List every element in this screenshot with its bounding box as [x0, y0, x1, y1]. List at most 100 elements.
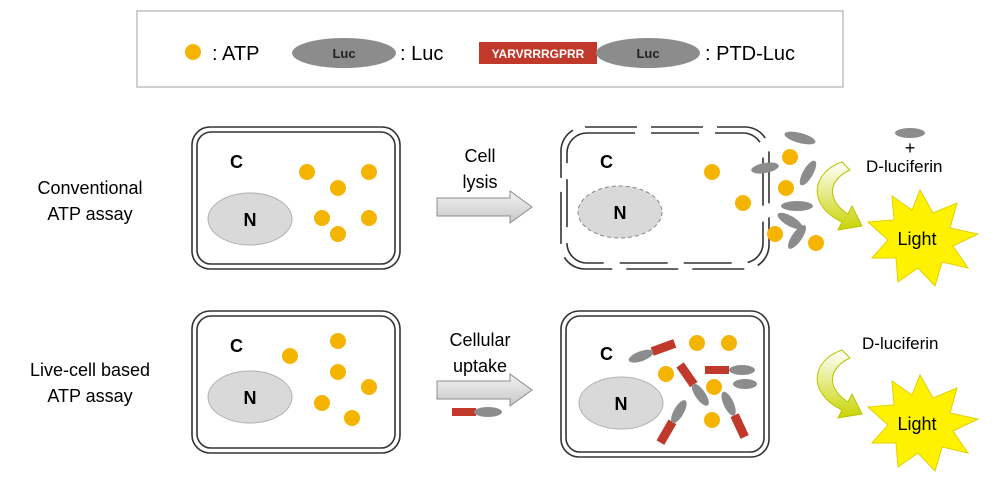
intact-cell-live: C N — [191, 310, 401, 454]
d-luciferin-label: D-luciferin — [862, 334, 939, 353]
intact-cell-conventional: C N — [191, 126, 401, 270]
luc-enzyme — [784, 131, 816, 145]
legend: : ATP Luc : Luc YARVRRRGPRR Luc : PTD-Lu… — [136, 10, 844, 88]
legend-ptd-luc-ellipse — [596, 38, 700, 68]
luc-enzyme — [799, 160, 817, 186]
legend-ptd-sequence: YARVRRRGPRR — [492, 47, 585, 61]
atp-dot — [689, 335, 705, 351]
cytoplasm-label: C — [600, 152, 613, 172]
nucleus-label: N — [615, 394, 628, 414]
legend-ptd-luc-label: : PTD-Luc — [705, 43, 795, 65]
atp-dot — [704, 164, 720, 180]
atp-dot — [330, 226, 346, 242]
ptd-luc-molecule — [705, 365, 755, 375]
nucleus-lysed — [577, 185, 663, 239]
lysis-arrow-label-line2: lysis — [463, 172, 498, 192]
uptake-arrow-label-line1: Cellular — [449, 330, 510, 350]
ptd-segment — [676, 362, 698, 388]
atp-dot — [704, 412, 720, 428]
lysis-arrow-label-line1: Cell — [464, 146, 495, 166]
luc-enzyme — [691, 383, 709, 406]
nucleus-label: N — [244, 210, 257, 230]
d-luciferin-label: D-luciferin — [866, 157, 943, 176]
ptd-loaded-cell: C N — [560, 310, 770, 458]
luc-enzyme — [671, 400, 687, 424]
legend-ptd-bar — [479, 42, 597, 64]
nucleus — [207, 370, 293, 424]
cytoplasm-label: C — [600, 344, 613, 364]
atp-dot — [314, 210, 330, 226]
luc-enzyme — [781, 201, 813, 211]
uptake-block-arrow — [436, 373, 533, 407]
atp-dot — [344, 410, 360, 426]
cell-outer-membrane — [191, 126, 401, 270]
conventional-label-line1: Conventional — [37, 178, 142, 198]
legend-atp-dot — [185, 44, 201, 60]
lysis-block-arrow — [436, 190, 533, 224]
ptd-luc-molecule — [676, 362, 709, 406]
luc-enzyme — [628, 349, 654, 363]
cytoplasm-label: C — [230, 336, 243, 356]
curved-arrow — [816, 349, 863, 419]
lysed-outer-membrane — [560, 126, 770, 270]
atp-dot — [658, 366, 674, 382]
atp-dot — [361, 379, 377, 395]
plus-sign: + — [905, 138, 916, 158]
luc-enzyme — [721, 391, 736, 416]
nucleus — [207, 192, 293, 246]
legend-luc-ellipse — [292, 38, 396, 68]
ptd-segment — [452, 408, 476, 416]
atp-dot — [330, 364, 346, 380]
luc-enzyme — [474, 407, 502, 417]
ptd-segment — [730, 413, 749, 439]
ptd-luc-molecule — [628, 339, 677, 363]
lysed-cell: C N — [560, 126, 770, 270]
luc-enzyme — [733, 379, 757, 389]
cell-inner-membrane — [565, 315, 765, 453]
luc-enzyme — [895, 128, 925, 138]
nucleus-label: N — [614, 203, 627, 223]
live-cell-label-line1: Live-cell based — [30, 360, 150, 380]
cytoplasm-label: C — [230, 152, 243, 172]
lysed-inner-membrane — [566, 132, 764, 264]
atp-dot — [361, 164, 377, 180]
luc-enzyme — [751, 162, 779, 174]
legend-luc-label: : Luc — [400, 43, 443, 65]
conventional-label-line2: ATP assay — [47, 204, 132, 224]
atp-dot — [282, 348, 298, 364]
atp-dot — [767, 226, 783, 242]
legend-luc-text: Luc — [332, 46, 355, 61]
atp-dot — [721, 335, 737, 351]
curved-arrow — [816, 161, 863, 231]
legend-ptd-luc-text: Luc — [636, 46, 659, 61]
ptd-luc-particle — [452, 407, 502, 417]
atp-dot — [808, 235, 824, 251]
live-cell-row: Live-cell based ATP assay C N Cellular u… — [30, 310, 980, 472]
legend-atp-label: : ATP — [212, 43, 259, 65]
cell-inner-membrane — [196, 131, 396, 265]
cell-outer-membrane — [191, 310, 401, 454]
atp-dot — [706, 379, 722, 395]
atp-dot — [782, 149, 798, 165]
light-label: Light — [897, 229, 936, 249]
luc-enzyme — [787, 225, 807, 249]
nucleus-label: N — [244, 388, 257, 408]
ptd-segment — [650, 339, 677, 356]
ptd-segment — [705, 366, 729, 374]
nucleus — [578, 376, 664, 430]
conventional-row: Conventional ATP assay C N Cell lysis C … — [37, 126, 980, 287]
cell-outer-membrane — [560, 310, 770, 458]
atp-dot — [330, 180, 346, 196]
atp-dot — [299, 164, 315, 180]
ptd-luc-molecule — [656, 400, 687, 445]
light-burst — [866, 373, 980, 472]
light-burst — [866, 188, 980, 287]
luc-enzyme — [729, 365, 755, 375]
light-label: Light — [897, 414, 936, 434]
ptd-segment — [656, 419, 677, 445]
atp-dot — [314, 395, 330, 411]
atp-dot — [330, 333, 346, 349]
live-cell-label-line2: ATP assay — [47, 386, 132, 406]
atp-dot — [361, 210, 377, 226]
